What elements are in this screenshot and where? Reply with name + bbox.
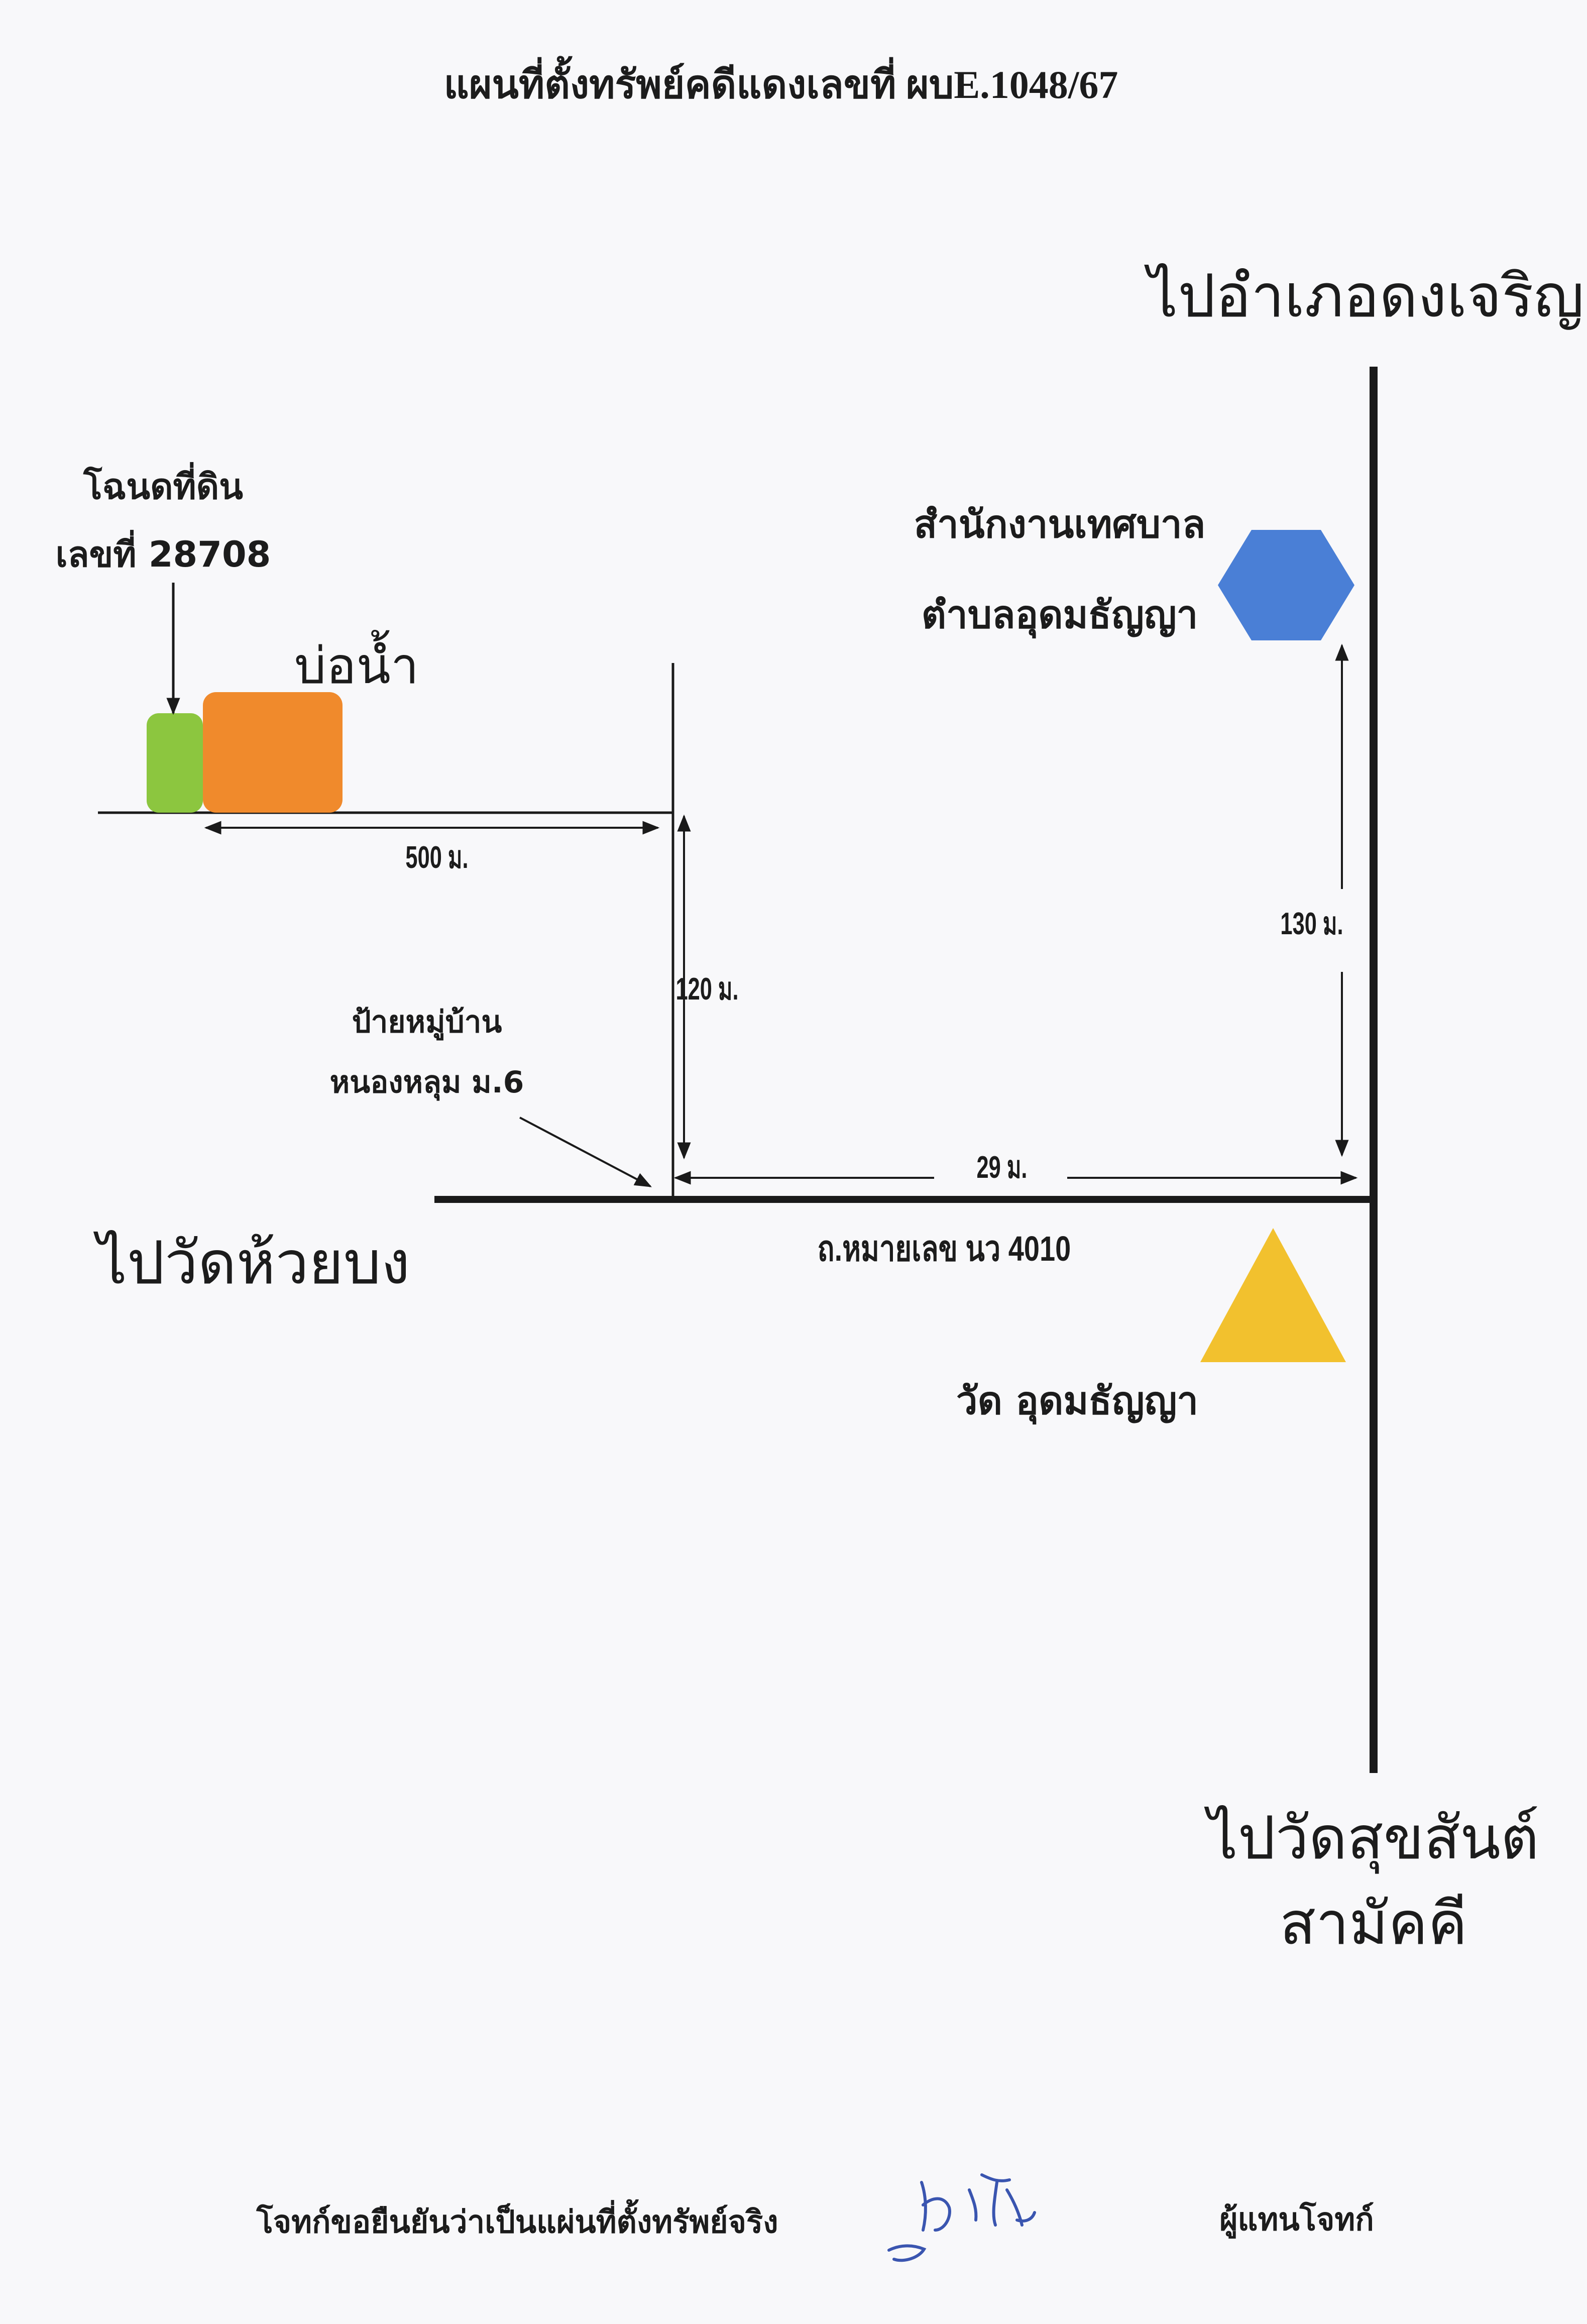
signer-label: ผู้แทนโจทก์ bbox=[1219, 2201, 1374, 2239]
direction-south-label-line2: สามัคคี bbox=[1280, 1891, 1467, 1957]
dimension-130m-label: 130 ม. bbox=[1280, 907, 1343, 941]
direction-north-label: ไปอำเภอดงเจริญ bbox=[1144, 263, 1584, 330]
dimension-29m-label: 29 ม. bbox=[977, 1151, 1028, 1185]
deed-label-line1: โฉนดที่ดิน bbox=[83, 462, 243, 507]
office-hexagon-icon bbox=[1218, 530, 1354, 640]
office-label-line2: ตำบลอุดมธัญญา bbox=[922, 592, 1198, 639]
certification-text: โจทก์ขอยืนยันว่าเป็นแผ่นที่ตั้งทรัพย์จริ… bbox=[256, 2199, 778, 2240]
direction-west-label: ไปวัดห้วยบง bbox=[93, 1230, 410, 1296]
road-name-label: ถ.หมายเลข นว 4010 bbox=[818, 1230, 1071, 1268]
pond-label: บ่อน้ำ bbox=[294, 630, 419, 694]
village-sign-label-line2: หนองหลุม ม.6 bbox=[330, 1065, 524, 1101]
dimension-120m-label: 120 ม. bbox=[675, 972, 738, 1007]
temple-triangle-icon bbox=[1200, 1228, 1346, 1362]
village-sign-label-line1: ป้ายหมู่บ้าน bbox=[352, 1005, 502, 1041]
pond-marker bbox=[203, 692, 343, 813]
dimension-500m-label: 500 ม. bbox=[405, 841, 468, 875]
land-plot-marker bbox=[147, 713, 203, 813]
direction-south-label-line1: ไปวัดสุขสันต์ bbox=[1204, 1805, 1539, 1874]
office-label-line1: สำนักงานเทศบาล bbox=[914, 502, 1206, 546]
village-sign-pointer-arrow bbox=[519, 1117, 652, 1187]
deed-label-line2: เลขที่ 28708 bbox=[56, 529, 271, 575]
map-title: แผนที่ตั้งทรัพย์คดีแดงเลขที่ ผบE.1048/67 bbox=[444, 56, 1118, 106]
temple-label: วัด อุดมธัญญา bbox=[956, 1378, 1198, 1425]
signature-icon bbox=[887, 2173, 1036, 2262]
